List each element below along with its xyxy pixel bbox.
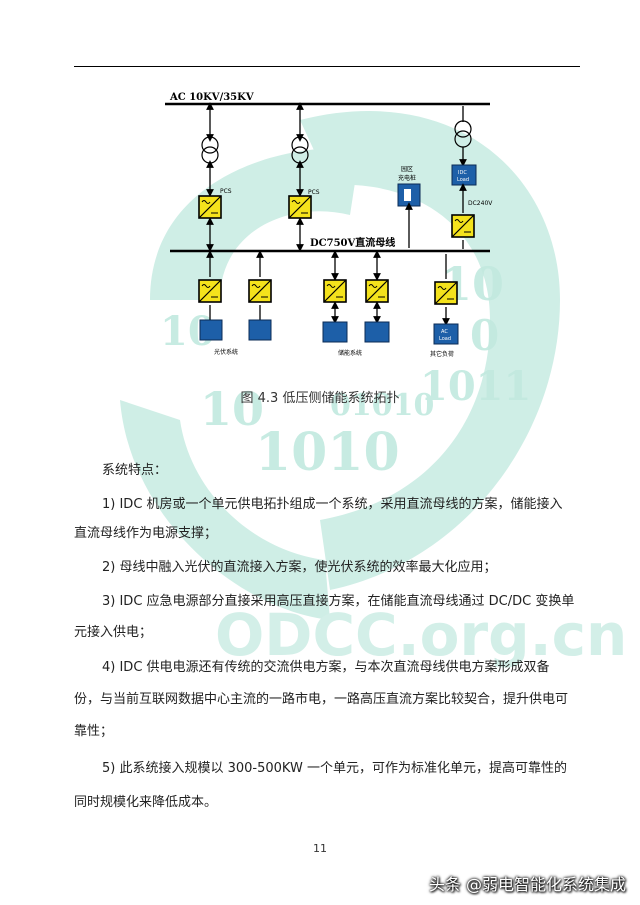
svg-text:Load: Load bbox=[457, 177, 469, 183]
watermark-ring-shape bbox=[300, 111, 560, 590]
item-5-line-1: 5) 此系统接入规模以 300-500KW 一个单元，可作为标准化单元，提高可靠… bbox=[102, 761, 567, 776]
ac-load-box bbox=[433, 323, 459, 345]
ac-bus-label: AC 10KV/35KV bbox=[169, 92, 254, 103]
svg-text:Load: Load bbox=[439, 336, 451, 342]
svg-text:1010: 1010 bbox=[255, 422, 400, 483]
pv-branches: 光伏系统 bbox=[198, 250, 272, 356]
item-4-line-3: 靠性； bbox=[74, 724, 114, 739]
pcs-converter-1 bbox=[198, 195, 222, 219]
item-1-line-1: 1) IDC 机房或一个单元供电拓扑组成一个系统，采用直流母线的方案，储能接入 bbox=[102, 497, 563, 512]
item-1-line-2: 直流母线作为电源支撑； bbox=[74, 526, 218, 541]
figure-caption: 图 4.3 低压侧储能系统拓扑 bbox=[240, 391, 400, 406]
topology-diagram: AC 10KV/35KV DC750V直流母线 PCS PCS 园区 充电桩 I… bbox=[165, 92, 493, 358]
pcs-converter-2 bbox=[288, 195, 312, 219]
item-4-line-1: 4) IDC 供电电源还有传统的交流供电方案，与本次直流母线供电方案形成双备 bbox=[102, 660, 550, 675]
svg-text:01010: 01010 bbox=[330, 388, 434, 423]
item-4-line-2: 份，与当前互联网数据中心主流的一路市电，一路高压直流方案比较契合，提升供电可 bbox=[74, 692, 569, 707]
pv-system-label: 光伏系统 bbox=[214, 348, 238, 356]
pv-panel-2 bbox=[248, 319, 272, 341]
pcs-label-1: PCS bbox=[220, 188, 232, 195]
watermark-leaf-shape bbox=[150, 148, 360, 300]
pcs-branch-1: PCS bbox=[198, 102, 232, 252]
idc-dcdc-converter bbox=[451, 214, 475, 238]
page-number: 11 bbox=[313, 842, 327, 855]
park-charging-pile: 园区 充电桩 bbox=[397, 166, 421, 248]
svg-text:0: 0 bbox=[470, 311, 499, 360]
section-title: 系统特点： bbox=[102, 463, 168, 478]
battery-2 bbox=[364, 321, 390, 343]
dc-bus-label: DC750V直流母线 bbox=[310, 236, 395, 249]
pcs-label-2: PCS bbox=[308, 189, 320, 196]
other-load-label: 其它负荷 bbox=[430, 350, 454, 358]
svg-text:10: 10 bbox=[200, 382, 264, 436]
header-rule bbox=[74, 66, 580, 67]
storage-system-label: 储能系统 bbox=[338, 349, 362, 357]
watermark-text: ODCC.org.cn bbox=[215, 601, 627, 669]
svg-text:IDC: IDC bbox=[458, 170, 467, 176]
item-3-line-2: 元接入供电； bbox=[74, 625, 153, 640]
pcs-branch-2: PCS bbox=[288, 102, 320, 252]
source-credit: 头条 @弱电智能化系统集成 bbox=[428, 875, 626, 894]
svg-text:1011: 1011 bbox=[420, 363, 531, 410]
item-3-line-1: 3) IDC 应急电源部分直接采用高压直接方案，在储能直流母线通过 DC/DC … bbox=[102, 594, 575, 609]
idc-branch: IDC Load DC240V bbox=[451, 106, 493, 249]
storage-branches: 储能系统 bbox=[322, 250, 390, 357]
other-load-branch: AC Load 其它负荷 bbox=[430, 254, 459, 358]
item-5-line-2: 同时规模化来降低成本。 bbox=[74, 795, 218, 810]
dc240v-label: DC240V bbox=[468, 200, 493, 207]
svg-text:AC: AC bbox=[441, 329, 448, 335]
item-2-line-1: 2) 母线中融入光伏的直流接入方案，使光伏系统的效率最大化应用； bbox=[102, 560, 497, 575]
charging-label-1: 园区 bbox=[401, 166, 413, 173]
pv-panel-1 bbox=[199, 319, 223, 341]
battery-1 bbox=[322, 321, 348, 343]
charging-label-2: 充电桩 bbox=[398, 174, 416, 182]
